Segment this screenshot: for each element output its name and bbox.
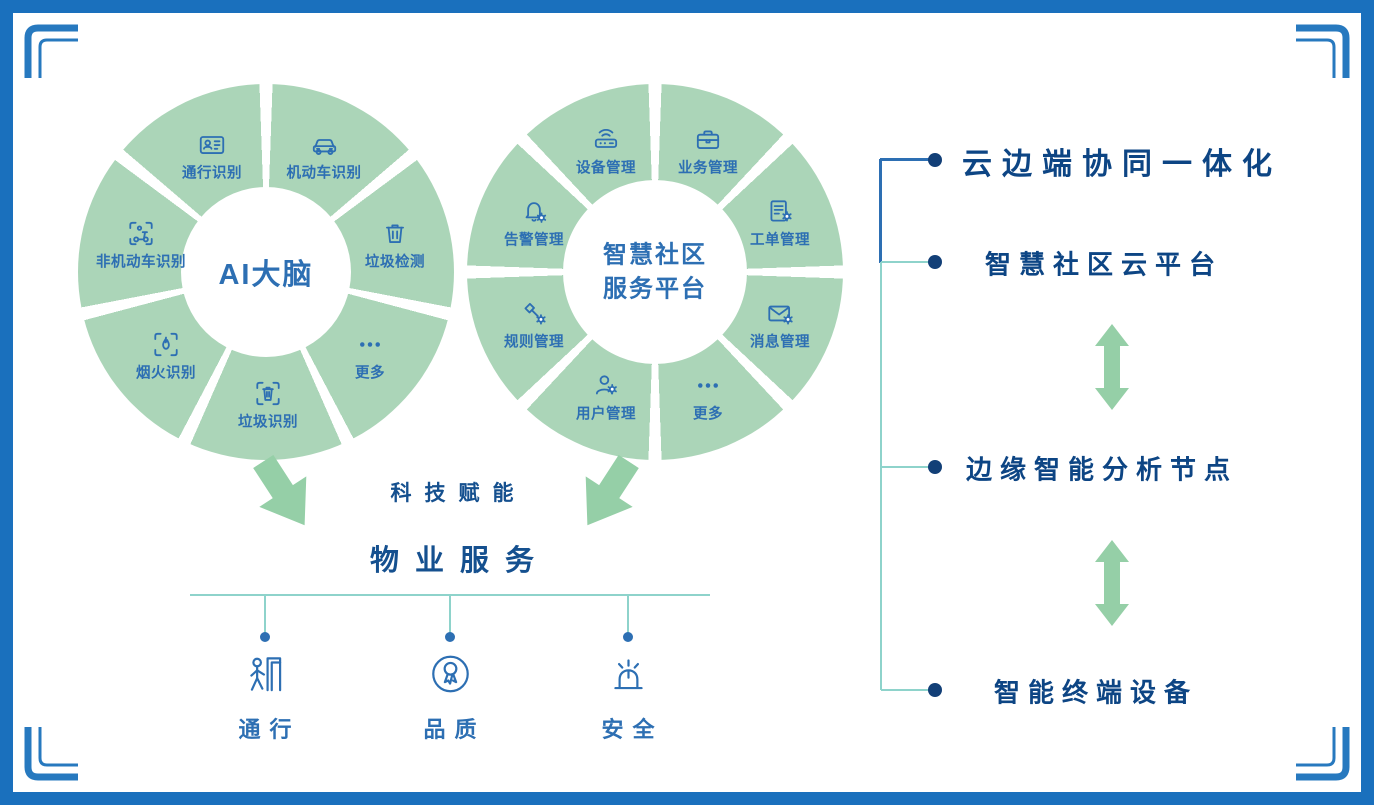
drop-line-safety: [627, 595, 629, 633]
right-bracket-line: [880, 262, 882, 690]
door-access-icon: [241, 650, 289, 703]
corner-ornament-top-left: [24, 24, 78, 78]
segment-vehicle-recognition: 机动车识别: [287, 130, 362, 183]
segment-label: 更多: [693, 406, 723, 423]
tick-item-1: [880, 158, 930, 161]
segment-label: 用户管理: [576, 406, 636, 423]
document-gear-icon: [765, 197, 795, 227]
down-arrow-right: [558, 443, 657, 546]
id-badge-icon: [197, 130, 227, 160]
segment-work-order-management: 工单管理: [750, 197, 810, 250]
tick-item-3: [881, 466, 930, 468]
tick-item-4: [881, 689, 930, 691]
drop-line-quality: [449, 595, 451, 633]
service-quality: 品质: [414, 650, 485, 744]
corner-ornament-bottom-left: [24, 727, 78, 781]
drop-line-access: [264, 595, 266, 633]
segment-more: 更多: [355, 330, 385, 383]
right-item-terminal-device: 智能终端设备: [994, 677, 1199, 708]
segment-label: 烟火识别: [136, 365, 196, 382]
segment-access-recognition: 通行识别: [182, 130, 242, 183]
more-dots-icon: [355, 330, 385, 360]
bell-gear-icon: [519, 197, 549, 227]
bullet-dot-2: [928, 255, 942, 269]
segment-rule-management: 规则管理: [504, 299, 564, 352]
updown-arrow-2: [1092, 540, 1132, 626]
trash-scan-icon: [253, 379, 283, 409]
service-label: 通行: [238, 717, 301, 742]
bullet-dot-4: [928, 683, 942, 697]
segment-user-management: 用户管理: [576, 371, 636, 424]
trash-icon: [380, 219, 410, 249]
user-gear-icon: [591, 371, 621, 401]
tick-item-2: [881, 261, 930, 263]
flame-scan-icon: [151, 330, 181, 360]
segment-label: 更多: [355, 365, 385, 382]
device-icon: [591, 125, 621, 155]
segment-garbage-detection: 垃圾检测: [365, 219, 425, 272]
platform-center-line2: 服务平台: [603, 275, 707, 302]
more-dots-icon: [693, 371, 723, 401]
corner-ornament-bottom-right: [1296, 727, 1350, 781]
service-label: 安全: [601, 717, 664, 742]
segment-label: 机动车识别: [286, 165, 362, 182]
segment-non-motor-vehicle-recognition: 非机动车识别: [96, 219, 186, 272]
bullet-dot-1: [928, 153, 942, 167]
segment-label: 业务管理: [678, 160, 738, 177]
segment-label: 非机动车识别: [96, 254, 186, 271]
tech-empowerment-label: 科技赋能: [390, 482, 527, 505]
ai-brain-center-label: AI大脑: [218, 259, 314, 291]
connector-dot-access: [260, 632, 270, 642]
car-icon: [309, 130, 339, 160]
briefcase-icon: [693, 125, 723, 155]
donut-hole: [563, 180, 747, 364]
bullet-dot-3: [928, 460, 942, 474]
segment-device-management: 设备管理: [576, 125, 636, 178]
corner-ornament-top-right: [1296, 24, 1350, 78]
segment-garbage-recognition: 垃圾识别: [238, 379, 298, 432]
mail-gear-icon: [765, 299, 795, 329]
platform-center-line1: 智慧社区: [603, 241, 707, 269]
right-item-cloud-platform: 智慧社区云平台: [985, 249, 1224, 280]
segment-business-management: 业务管理: [678, 125, 738, 178]
platform-center-label: 智慧社区 服务平台: [603, 238, 707, 305]
right-bracket-line-top: [879, 159, 882, 263]
segment-label: 工单管理: [750, 232, 810, 249]
service-label: 品质: [423, 717, 486, 742]
segment-label: 设备管理: [576, 160, 636, 177]
right-item-edge-node: 边缘智能分析节点: [966, 454, 1239, 485]
service-access: 通行: [229, 650, 300, 744]
segment-smoke-fire-recognition: 烟火识别: [136, 330, 196, 383]
ai-brain-donut: AI大脑 机动车识别 垃圾检测 更多 垃圾识别 烟火识别 非机动车识别 通: [78, 84, 454, 460]
donut-hole: [181, 187, 351, 357]
connector-dot-quality: [445, 632, 455, 642]
siren-icon: [604, 650, 652, 703]
segment-label: 垃圾检测: [365, 254, 425, 271]
medal-icon: [426, 650, 474, 703]
segment-alert-management: 告警管理: [504, 197, 564, 250]
property-service-label: 物业服务: [369, 545, 551, 577]
down-arrow-left: [236, 443, 335, 546]
connector-dot-safety: [623, 632, 633, 642]
scooter-scan-icon: [126, 219, 156, 249]
gavel-gear-icon: [519, 299, 549, 329]
segment-message-management: 消息管理: [750, 299, 810, 352]
segment-label: 告警管理: [504, 232, 564, 249]
segment-label: 垃圾识别: [238, 414, 298, 431]
updown-arrow-1: [1092, 324, 1132, 410]
segment-label: 消息管理: [750, 334, 810, 351]
segment-label: 通行识别: [182, 165, 242, 182]
segment-label: 规则管理: [504, 334, 564, 351]
platform-donut: 智慧社区 服务平台 业务管理 工单管理 消息管理 更多 用户管理 规则管理: [467, 84, 843, 460]
right-item-cloud-edge-device: 云边端协同一体化: [962, 148, 1282, 181]
segment-more: 更多: [693, 371, 723, 424]
service-safety: 安全: [592, 650, 663, 744]
